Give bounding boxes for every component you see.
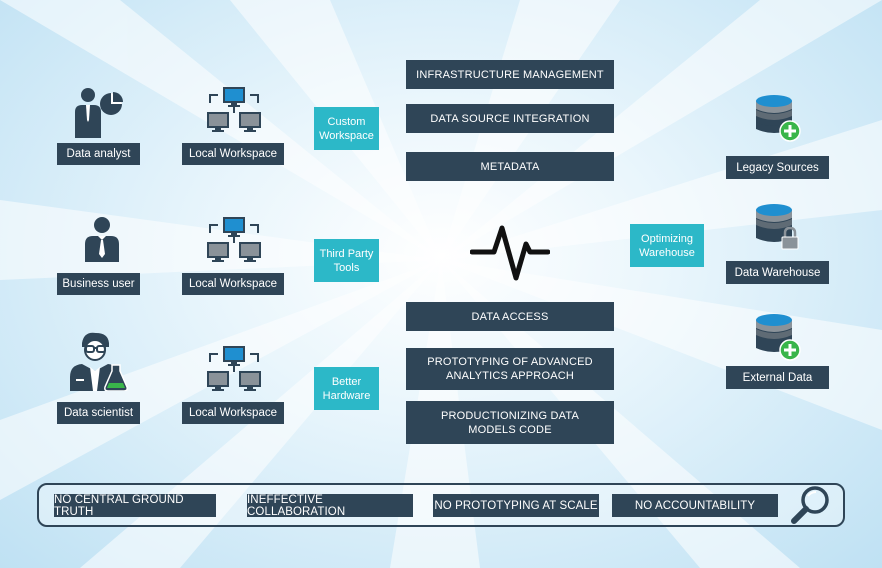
source-label-external: External Data (726, 366, 829, 389)
center-box-productionizing: PRODUCTIONIZING DATA MODELS CODE (406, 401, 614, 444)
issue-no-accountability: NO ACCOUNTABILITY (612, 494, 778, 517)
database-add-icon (756, 95, 801, 142)
workspace-label-1: Local Workspace (182, 143, 284, 165)
user-label-data-scientist: Data scientist (57, 402, 140, 424)
data-scientist-icon (70, 332, 128, 391)
data-analyst-icon (75, 88, 123, 138)
network-computers-icon (207, 346, 261, 391)
database-lock-icon (756, 204, 799, 250)
source-label-legacy: Legacy Sources (726, 156, 829, 179)
issue-no-prototyping-at-scale: NO PROTOTYPING AT SCALE (433, 494, 599, 517)
solution-custom-workspace: Custom Workspace (314, 107, 379, 150)
workspace-label-3: Local Workspace (182, 402, 284, 424)
center-box-metadata: METADATA (406, 152, 614, 181)
heartbeat-icon (470, 225, 550, 281)
solution-better-hardware: Better Hardware (314, 367, 379, 410)
database-add-icon (756, 314, 801, 361)
magnifier-icon (791, 486, 829, 524)
network-computers-icon (207, 87, 261, 132)
user-label-business-user: Business user (57, 273, 140, 295)
network-computers-icon (207, 217, 261, 262)
issue-ineffective-collaboration: INEFFECTIVE COLLABORATION (247, 494, 413, 518)
center-box-data-access: DATA ACCESS (406, 302, 614, 331)
issue-no-central-ground-truth: NO CENTRAL GROUND TRUTH (54, 494, 216, 518)
center-box-prototyping: PROTOTYPING OF ADVANCED ANALYTICS APPROA… (406, 348, 614, 390)
workspace-label-2: Local Workspace (182, 273, 284, 295)
source-label-warehouse: Data Warehouse (726, 261, 829, 284)
center-box-infrastructure: INFRASTRUCTURE MANAGEMENT (406, 60, 614, 89)
user-label-data-analyst: Data analyst (57, 143, 140, 165)
business-user-icon (85, 217, 119, 262)
solution-third-party-tools: Third Party Tools (314, 239, 379, 282)
center-box-data-source: DATA SOURCE INTEGRATION (406, 104, 614, 133)
optimizing-warehouse-box: Optimizing Warehouse (630, 224, 704, 267)
